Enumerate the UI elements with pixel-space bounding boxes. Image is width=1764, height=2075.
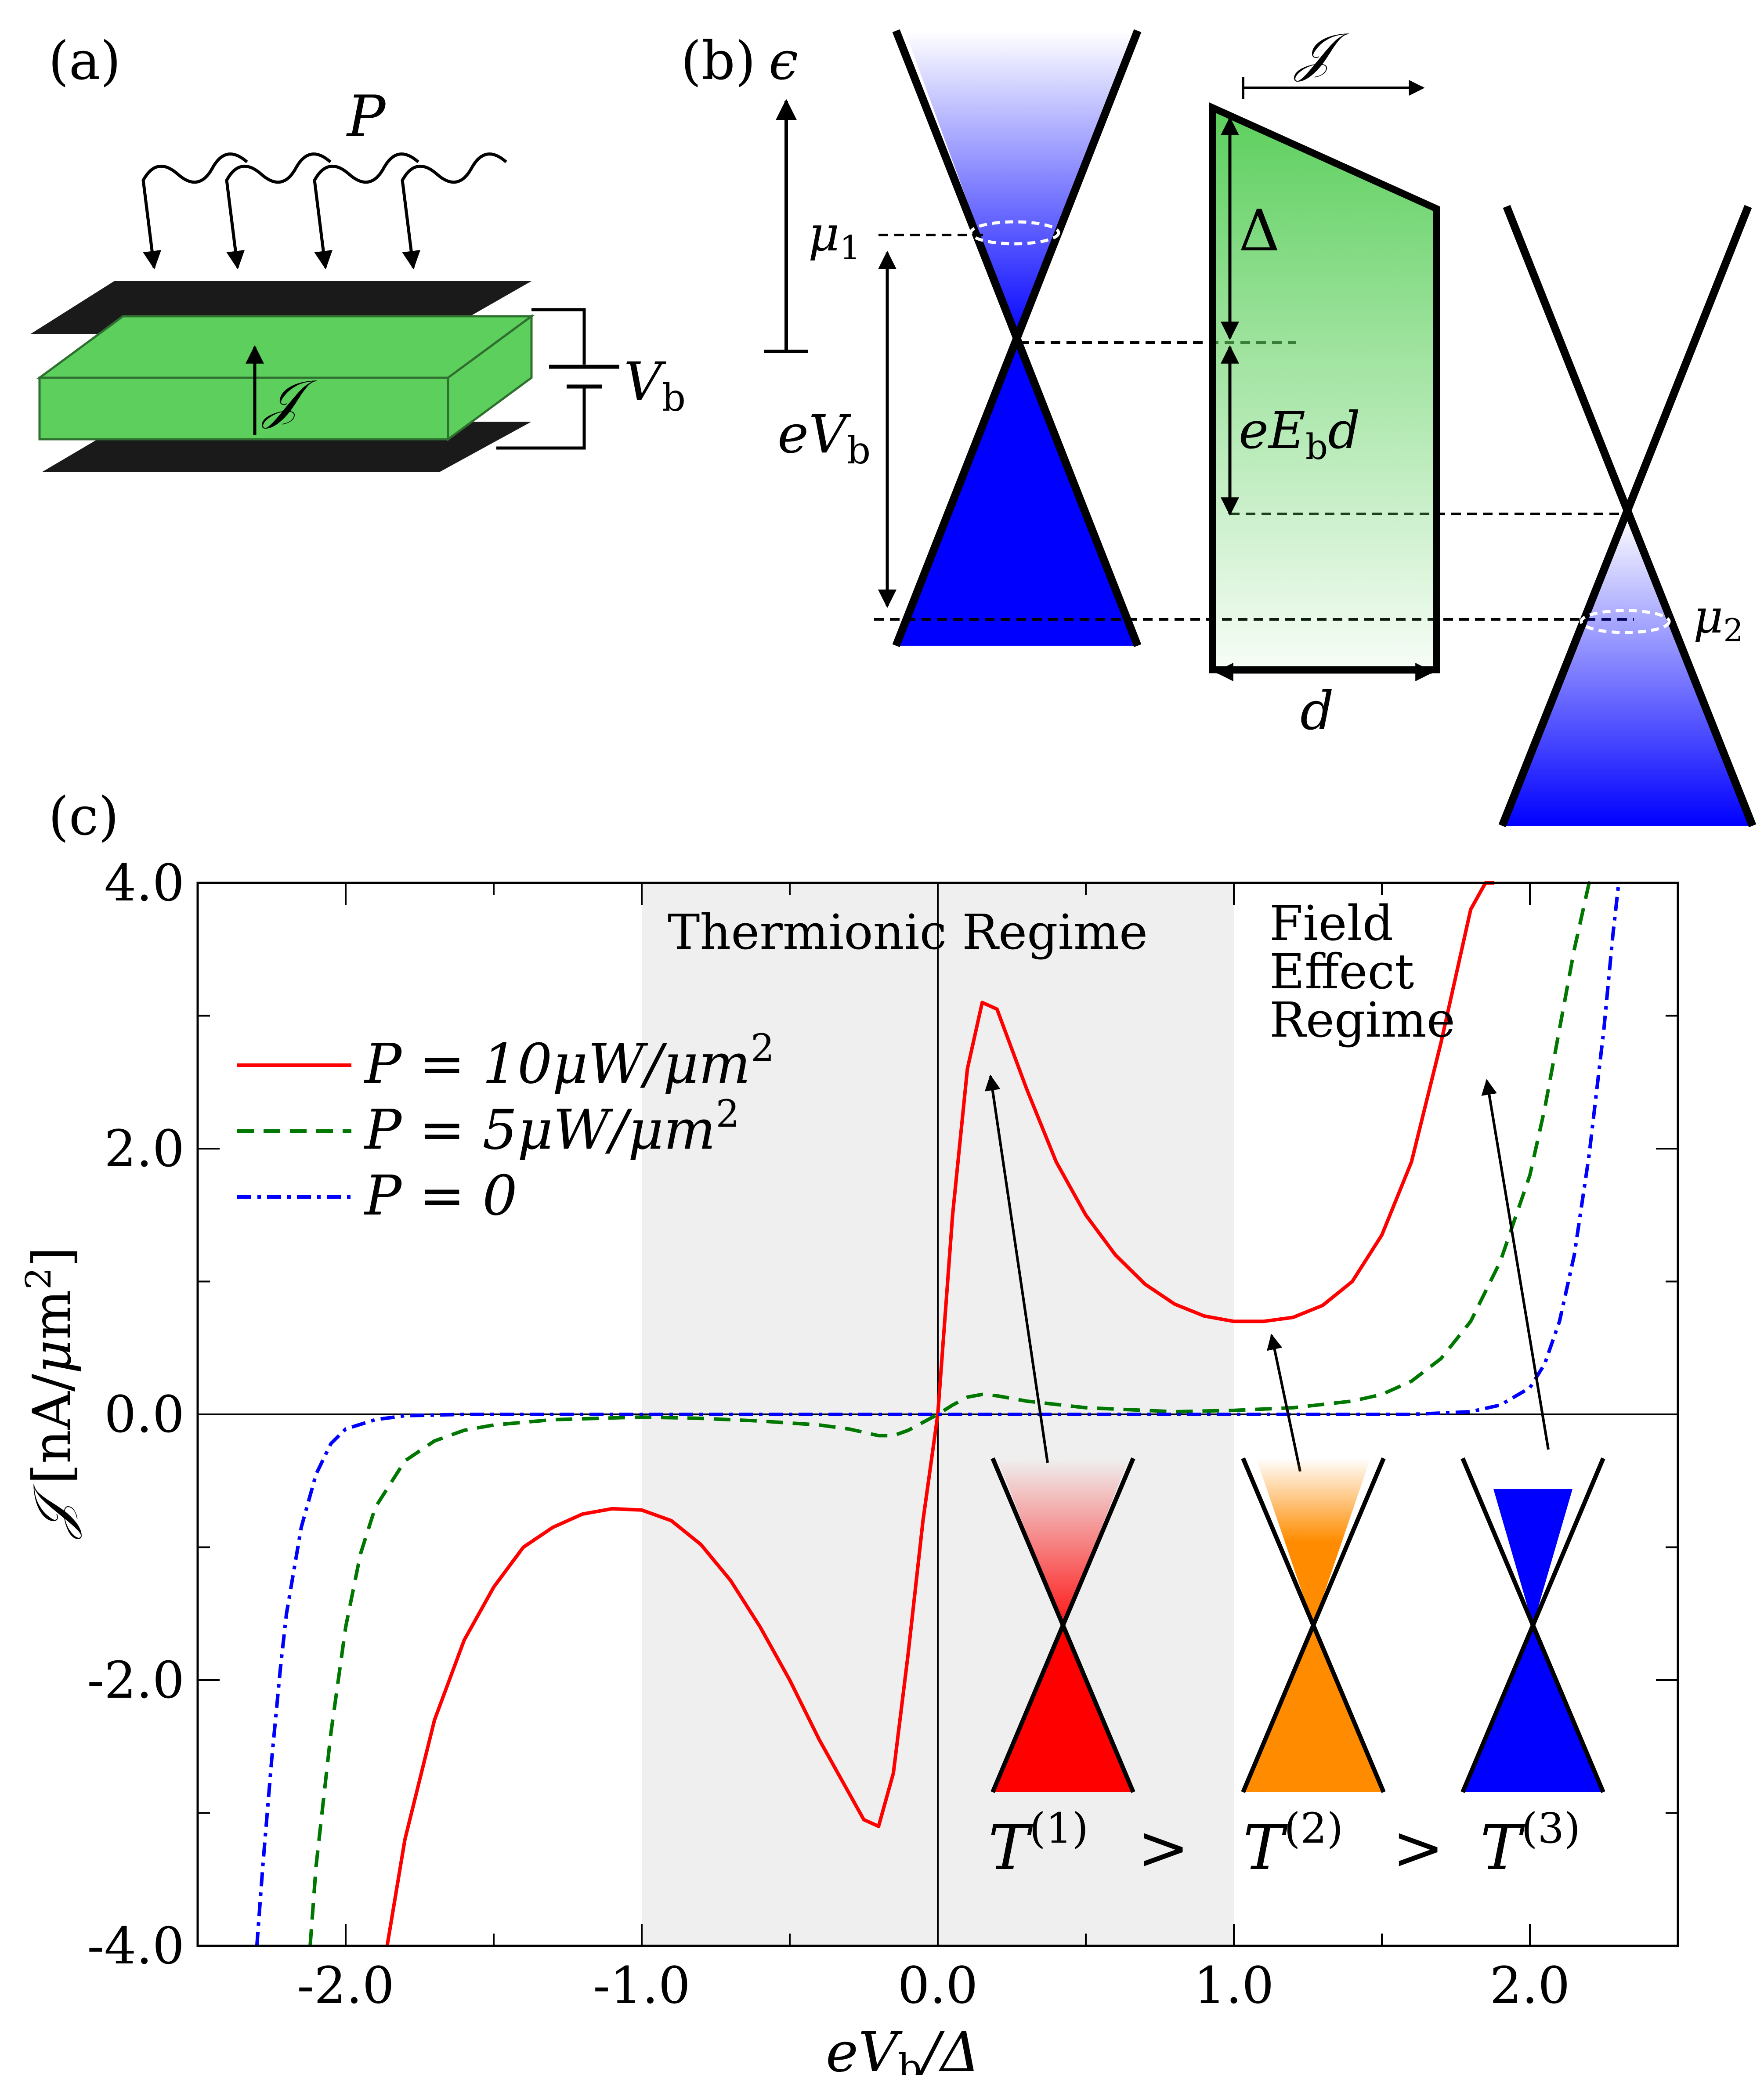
y-tick-label: -4.0 (87, 1917, 184, 1976)
cone-t3-line-2 (1460, 1457, 1605, 1793)
arrow-to-minimum (1267, 1334, 1301, 1472)
left-fermi-circle (969, 220, 1060, 246)
cone-t2-line-2 (1241, 1457, 1386, 1793)
y-tick-label: -2.0 (87, 1651, 184, 1710)
cone-t3-lower-fill (1463, 1625, 1603, 1792)
series-line-2 (255, 882, 1621, 1946)
legend-label-blue: P = 0 (364, 1164, 517, 1228)
gt-label-1: > (1138, 1812, 1189, 1884)
y-tick-label: 4.0 (104, 854, 184, 913)
series-lines (255, 881, 1621, 1946)
cone-t1-line-2 (990, 1457, 1135, 1793)
left-cone-upper-fill (905, 31, 1133, 343)
cone-t2-upper-fill (1256, 1458, 1370, 1625)
field-effect-label-3: Regime (1269, 992, 1455, 1048)
energy-symbol: ϵ (769, 31, 798, 92)
slab-top (36, 315, 535, 379)
legend-label-red: P = 10μW/μm2 (364, 1027, 774, 1096)
x-tick-label: 2.0 (1490, 1956, 1570, 2015)
x-axis-label: eVb/Δ (826, 2021, 980, 2075)
thickness-label: d (1300, 681, 1334, 742)
right-cone-lower-fill (1502, 514, 1753, 826)
left-cone-line-2 (892, 29, 1142, 647)
right-fermi-circle (1580, 609, 1671, 634)
delta-label: Δ (1239, 197, 1280, 264)
cone-t2 (1241, 1457, 1386, 1793)
photon-arrow-4 (401, 152, 507, 270)
field-effect-label-2: Effect (1269, 944, 1414, 1000)
panel-b-label: (b) (681, 31, 755, 92)
cone-t2-lower-fill (1243, 1625, 1384, 1792)
arrow-to-peak (984, 1074, 1049, 1463)
gt-label-2: > (1392, 1812, 1444, 1884)
right-cone-line-1 (1503, 205, 1757, 828)
arrow-to-rise (1481, 1079, 1550, 1450)
y-ticks: -4.0 -2.0 0.0 2.0 4.0 (87, 854, 1678, 1976)
x-tick-label: -2.0 (297, 1956, 394, 2015)
slab-front (38, 376, 449, 441)
x-tick-label: 1.0 (1194, 1956, 1274, 2015)
cone-t1-upper-fill (997, 1458, 1129, 1625)
chart: -2.0 -1.0 0.0 1.0 2.0 -4.0 -2.0 0.0 2.0 4.0 (87, 854, 1679, 2015)
legend: P = 10μW/μm2 P = 5μW/μm2 P = 0 (237, 1027, 774, 1228)
t1-label: T(1) (988, 1804, 1088, 1884)
photon-arrow-3 (313, 152, 419, 270)
cone-t3-upper-fill (1493, 1489, 1572, 1625)
mu2-label: μ2 (1693, 590, 1743, 649)
t2-label: T(2) (1243, 1804, 1343, 1884)
cone-t1-lower-fill (993, 1625, 1133, 1792)
cone-t1 (990, 1457, 1135, 1793)
thermionic-regime-label: Thermionic Regime (668, 904, 1148, 960)
current-symbol-b: 𝒥 (1294, 22, 1349, 83)
circuit-wire-bottom (496, 387, 586, 450)
circuit-wire-top (531, 308, 586, 365)
panel-c-label: (c) (48, 786, 119, 847)
power-symbol: P (346, 83, 387, 150)
series-line-1 (308, 881, 1595, 1946)
x-ticks: -2.0 -1.0 0.0 1.0 2.0 (197, 883, 1679, 2015)
x-tick-label: -1.0 (593, 1956, 690, 2015)
left-cone-lower-fill (896, 343, 1138, 646)
barrier (1209, 102, 1440, 673)
voltage-symbol: Vb (624, 351, 686, 420)
field-effect-label-1: Field (1269, 895, 1393, 951)
right-cone-line-2 (1498, 205, 1752, 828)
eVb-label: eVb (777, 404, 871, 473)
eEbd-label: eEbd (1239, 401, 1360, 467)
panel-b: (b) ϵ μ1 eVb Δ eEbd d (681, 22, 1757, 828)
y-tick-label: 2.0 (104, 1120, 184, 1178)
mu1-label: μ1 (808, 206, 860, 267)
t3-label: T(3) (1480, 1804, 1580, 1884)
slab-side (447, 314, 533, 441)
series-line-0 (385, 881, 1495, 1946)
annotation-arrows (984, 1074, 1550, 1472)
x-tick-label: 0.0 (898, 1956, 978, 2015)
y-axis-label: 𝒥 [nA/μm2] (18, 1247, 83, 1540)
photon-arrow-2 (225, 152, 332, 270)
y-tick-label: 0.0 (104, 1385, 184, 1444)
photon-arrows (141, 152, 507, 270)
plot-frame (196, 882, 1679, 1947)
photon-arrow-1 (141, 152, 248, 270)
panel-a-label: (a) (48, 31, 121, 92)
panel-a: (a) P 𝒥 Vb (31, 31, 686, 472)
legend-label-green: P = 5μW/μm2 (364, 1092, 740, 1162)
cone-t3 (1460, 1457, 1605, 1793)
